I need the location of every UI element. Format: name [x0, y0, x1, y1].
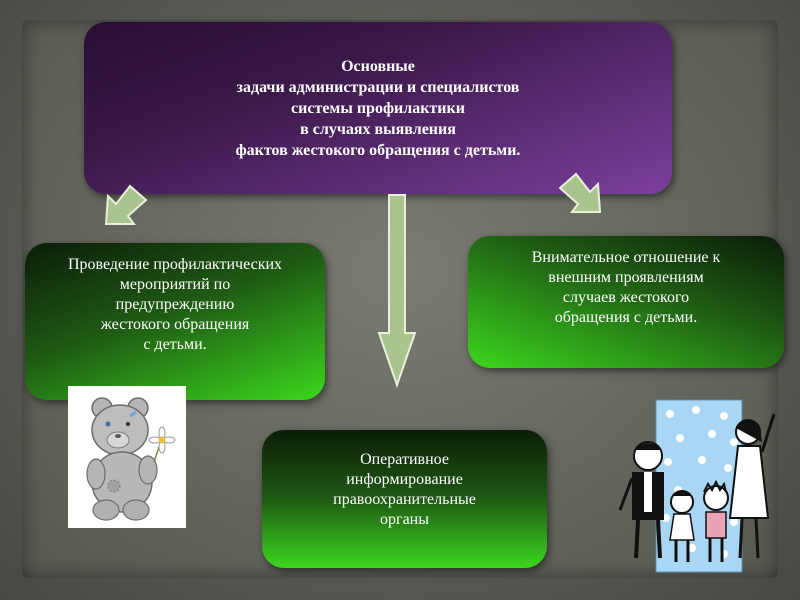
operative-info-box: Оперативное информирование правоохраните… [262, 430, 547, 568]
attention-line-2: внешним проявлениям [548, 268, 703, 288]
attention-box: Внимательное отношение к внешним проявле… [468, 236, 784, 368]
prevention-line-2: мероприятий по [120, 275, 230, 295]
prevention-box: Проведение профилактических мероприятий … [25, 243, 325, 400]
prevention-line-1: Проведение профилактических [68, 255, 282, 275]
prevention-line-5: с детьми. [143, 335, 206, 355]
main-task-line-5: фактов жестокого обращения с детьми. [236, 140, 521, 161]
prevention-line-3: предупреждению [116, 295, 235, 315]
arrow-down-right-icon [556, 172, 606, 218]
main-task-box: Основные задачи администрации и специали… [84, 22, 672, 194]
main-task-line-3: системы профилактики [291, 98, 465, 119]
family-image [618, 398, 778, 576]
operative-line-3: правоохранительные [333, 490, 476, 510]
family-icon [618, 398, 778, 576]
arrow-down-left-icon [100, 184, 150, 230]
prevention-line-4: жестокого обращения [101, 315, 250, 335]
attention-line-3: случаев жестокого [563, 288, 689, 308]
operative-line-4: органы [380, 510, 429, 530]
teddy-bear-icon [68, 386, 186, 528]
operative-line-2: информирование [346, 470, 463, 490]
teddy-bear-image [68, 386, 186, 528]
main-task-line-4: в случаях выявления [300, 119, 456, 140]
attention-line-1: Внимательное отношение к [532, 248, 721, 268]
operative-line-1: Оперативное [360, 450, 449, 470]
main-task-line-2: задачи администрации и специалистов [237, 77, 520, 98]
main-task-line-1: Основные [341, 56, 415, 77]
arrow-down-center-icon [377, 193, 417, 388]
attention-line-4: обращения с детьми. [555, 308, 697, 328]
